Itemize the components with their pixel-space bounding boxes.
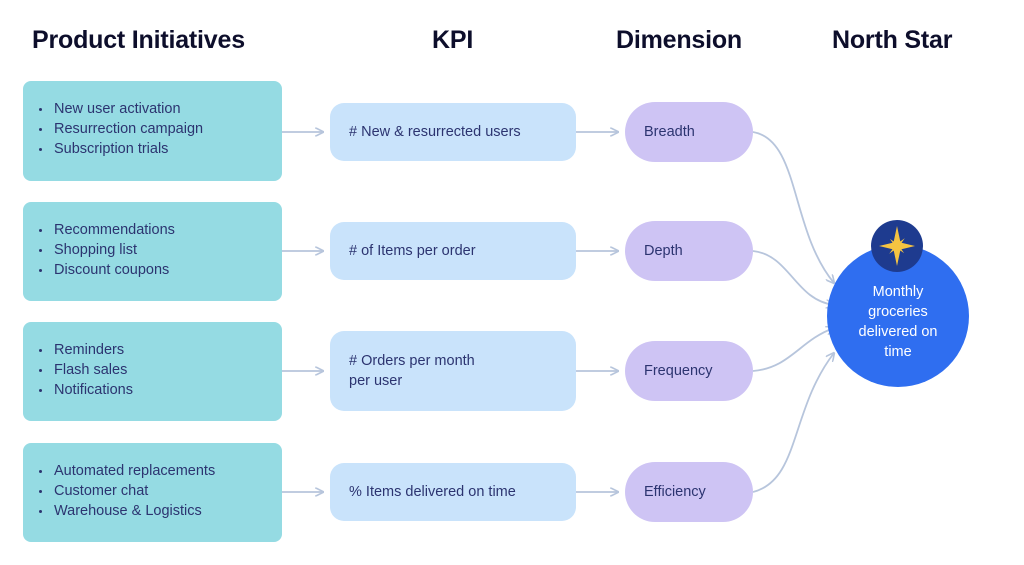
dimension-pill-efficiency: Efficiency <box>625 462 753 522</box>
column-title-kpi: KPI <box>432 26 474 54</box>
north-star-label: Monthly groceries delivered on time <box>858 284 938 360</box>
list-item: Customer chat <box>37 481 282 501</box>
list-item: Warehouse & Logistics <box>37 501 282 521</box>
initiatives-box-4: Automated replacements Customer chat War… <box>23 443 282 542</box>
dimension-label-1: Breadth <box>644 124 695 140</box>
initiatives-box-1: New user activation Resurrection campaig… <box>23 81 282 181</box>
kpi-box-1: # New & resurrected users <box>330 103 576 161</box>
list-item: Flash sales <box>37 360 282 380</box>
list-item: New user activation <box>37 99 282 119</box>
arrow-dimension-to-north-star-3 <box>752 328 834 372</box>
arrow-dimension-to-north-star-2 <box>752 250 834 305</box>
dimension-pill-breadth: Breadth <box>625 102 753 162</box>
kpi-box-2: # of Items per order <box>330 222 576 280</box>
star-icon <box>871 220 923 272</box>
arrow-dimension-to-north-star-1 <box>752 131 834 283</box>
initiatives-box-2: Recommendations Shopping list Discount c… <box>23 202 282 301</box>
list-item: Subscription trials <box>37 139 282 159</box>
dimension-label-3: Frequency <box>644 363 713 379</box>
kpi-label-4: % Items delivered on time <box>349 484 516 500</box>
kpi-box-3: # Orders per month per user <box>330 331 576 411</box>
dimension-pill-frequency: Frequency <box>625 341 753 401</box>
kpi-label-2: # of Items per order <box>349 243 476 259</box>
column-title-dimension: Dimension <box>616 26 742 54</box>
list-item: Notifications <box>37 380 282 400</box>
list-item: Shopping list <box>37 240 282 260</box>
kpi-label-1: # New & resurrected users <box>349 124 521 140</box>
column-title-initiatives: Product Initiatives <box>32 26 245 54</box>
dimension-label-4: Efficiency <box>644 484 706 500</box>
arrow-dimension-to-north-star-4 <box>752 353 834 493</box>
column-title-north-star: North Star <box>832 26 953 54</box>
list-item: Resurrection campaign <box>37 119 282 139</box>
dimension-pill-depth: Depth <box>625 221 753 281</box>
dimension-label-2: Depth <box>644 243 683 259</box>
list-item: Discount coupons <box>37 260 282 280</box>
kpi-label-3: # Orders per month per user <box>349 353 475 389</box>
kpi-box-4: % Items delivered on time <box>330 463 576 521</box>
list-item: Automated replacements <box>37 461 282 481</box>
initiatives-box-3: Reminders Flash sales Notifications <box>23 322 282 421</box>
list-item: Reminders <box>37 340 282 360</box>
list-item: Recommendations <box>37 220 282 240</box>
